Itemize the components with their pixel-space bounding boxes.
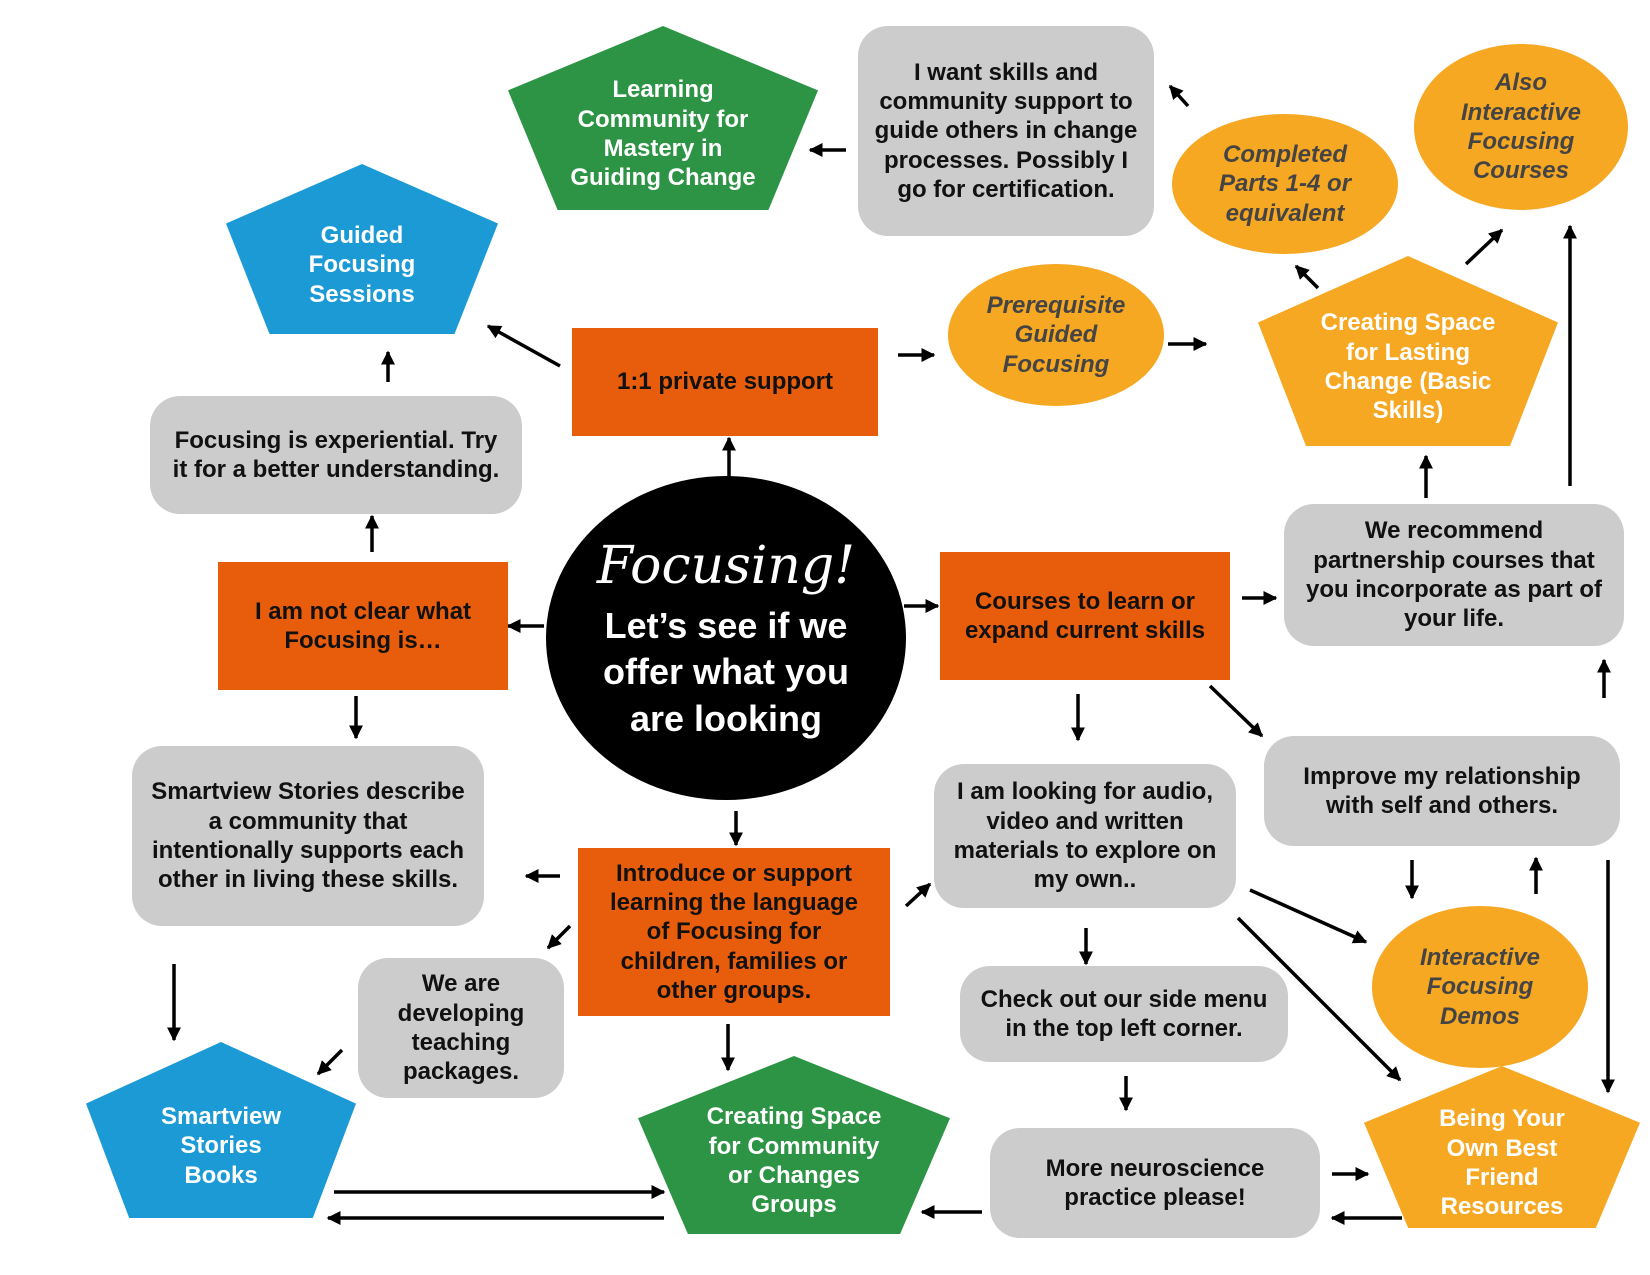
arrow-introduce-to-audio xyxy=(904,882,932,908)
experiential-text: Focusing is experiential. Try it for a b… xyxy=(172,426,500,483)
developing-note: We are developing teaching packages. xyxy=(358,958,564,1098)
private-support-label: 1:1 private support xyxy=(616,368,834,396)
recommend-note: We recommend partnership courses that yo… xyxy=(1284,504,1624,646)
also-interactive-text: Also Interactive Focusing Courses xyxy=(1460,69,1582,185)
smartview-books-text: Smartview Stories Books xyxy=(160,1103,282,1189)
guided-sessions-text: Guided Focusing Sessions xyxy=(308,222,416,308)
developing-text: We are developing teaching packages. xyxy=(397,970,525,1086)
arrow-audio-to-demos xyxy=(1249,888,1368,944)
community-groups-text: Creating Space for Community or Changes … xyxy=(706,1103,882,1219)
center-title: Focusing! xyxy=(596,536,856,596)
learning-community-text: Learning Community for Mastery in Guidin… xyxy=(570,76,756,192)
courses-box[interactable]: Courses to learn or expand current skill… xyxy=(940,552,1230,680)
neuroscience-note: More neuroscience practice please! xyxy=(990,1128,1320,1238)
experiential-note: Focusing is experiential. Try it for a b… xyxy=(150,396,522,514)
not-clear-box[interactable]: I am not clear what Focusing is… xyxy=(218,562,508,690)
skills-community-note: I want skills and community support to g… xyxy=(858,26,1154,236)
smartview-describe-text: Smartview Stories describe a community t… xyxy=(151,778,465,894)
also-interactive-oval: Also Interactive Focusing Courses xyxy=(1414,44,1628,210)
arrow-lasting-to-also xyxy=(1464,228,1504,266)
completed-parts-text: Completed Parts 1-4 or equivalent xyxy=(1218,141,1352,227)
introduce-box[interactable]: Introduce or support learning the langua… xyxy=(578,848,890,1016)
arrow-introduce-to-developing xyxy=(546,924,572,950)
arrow-completed-to-skills xyxy=(1168,84,1190,108)
not-clear-label: I am not clear what Focusing is… xyxy=(254,597,472,654)
neuroscience-text: More neuroscience practice please! xyxy=(1045,1154,1265,1211)
prerequisite-text: Prerequisite Guided Focusing xyxy=(986,292,1126,378)
arrow-audio-to-bestfriend xyxy=(1236,916,1402,1082)
improve-note: Improve my relationship with self and ot… xyxy=(1264,736,1620,846)
skills-community-text: I want skills and community support to g… xyxy=(874,58,1138,203)
focusing-center-circle: Focusing! Let’s see if we offer what you… xyxy=(546,476,906,800)
side-menu-text: Check out our side menu in the top left … xyxy=(980,985,1268,1042)
side-menu-note: Check out our side menu in the top left … xyxy=(960,966,1288,1062)
improve-text: Improve my relationship with self and ot… xyxy=(1303,762,1581,819)
arrow-developing-to-books xyxy=(316,1048,344,1076)
audio-video-note: I am looking for audio, video and writte… xyxy=(934,764,1236,908)
center-subtitle: Let’s see if we offer what you are looki… xyxy=(602,604,849,740)
prerequisite-oval: Prerequisite Guided Focusing xyxy=(948,264,1164,406)
interactive-demos-text: Interactive Focusing Demos xyxy=(1419,944,1541,1030)
audio-video-text: I am looking for audio, video and writte… xyxy=(953,778,1217,894)
interactive-demos-oval: Interactive Focusing Demos xyxy=(1372,906,1588,1068)
smartview-describe-note: Smartview Stories describe a community t… xyxy=(132,746,484,926)
arrow-lasting-to-completed xyxy=(1294,264,1320,290)
best-friend-text: Being Your Own Best Friend Resources xyxy=(1439,1105,1565,1221)
completed-parts-oval: Completed Parts 1-4 or equivalent xyxy=(1172,114,1398,254)
arrow-courses-to-improve xyxy=(1208,684,1264,738)
introduce-label: Introduce or support learning the langua… xyxy=(609,859,859,1004)
lasting-change-text: Creating Space for Lasting Change (Basic… xyxy=(1320,309,1496,425)
arrow-private-to-guided xyxy=(486,324,561,368)
courses-label: Courses to learn or expand current skill… xyxy=(964,587,1206,644)
recommend-text: We recommend partnership courses that yo… xyxy=(1305,517,1603,633)
private-support-box[interactable]: 1:1 private support xyxy=(572,328,878,436)
